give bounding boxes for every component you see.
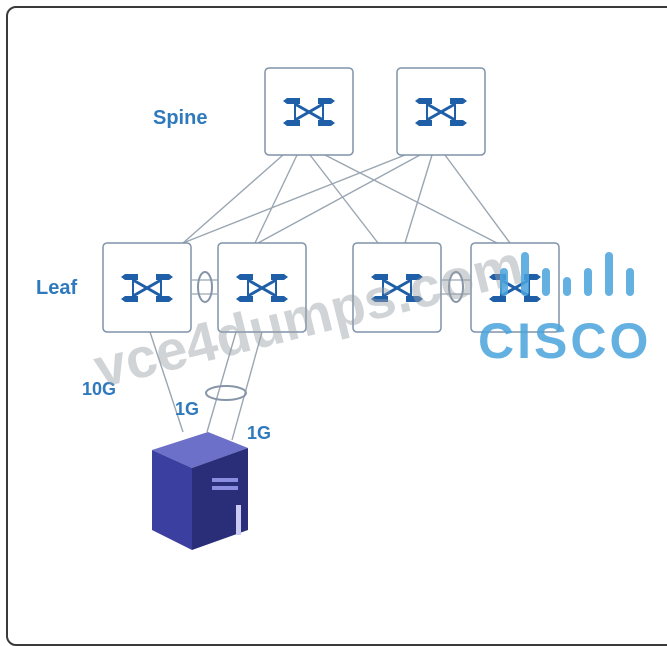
spine-switch-2	[396, 67, 486, 156]
link-speed-1g-label: 1G	[247, 423, 271, 443]
link-speed-1g-label: 1G	[175, 399, 199, 419]
peer-link-2	[441, 271, 471, 303]
peer-link-1	[191, 271, 218, 303]
port-channel-oval	[205, 385, 247, 401]
spine-label: Spine	[153, 107, 207, 129]
leaf-switch-4	[470, 242, 560, 333]
cisco-logo: CISCO	[478, 252, 651, 369]
leaf-switch-1	[102, 242, 192, 333]
leaf-switch-3	[352, 242, 442, 333]
leaf-label: Leaf	[36, 277, 77, 299]
spine-switch-1	[264, 67, 354, 156]
network-topology-diagram: Spine Leaf 10G 1G 1G vce4dumps.com CISCO	[36, 67, 651, 550]
leaf-switch-2	[217, 242, 307, 333]
link-speed-10g-label: 10G	[82, 379, 116, 399]
server-icon	[152, 432, 248, 550]
fabric-links	[149, 154, 511, 441]
cisco-logo-text: CISCO	[478, 313, 651, 369]
